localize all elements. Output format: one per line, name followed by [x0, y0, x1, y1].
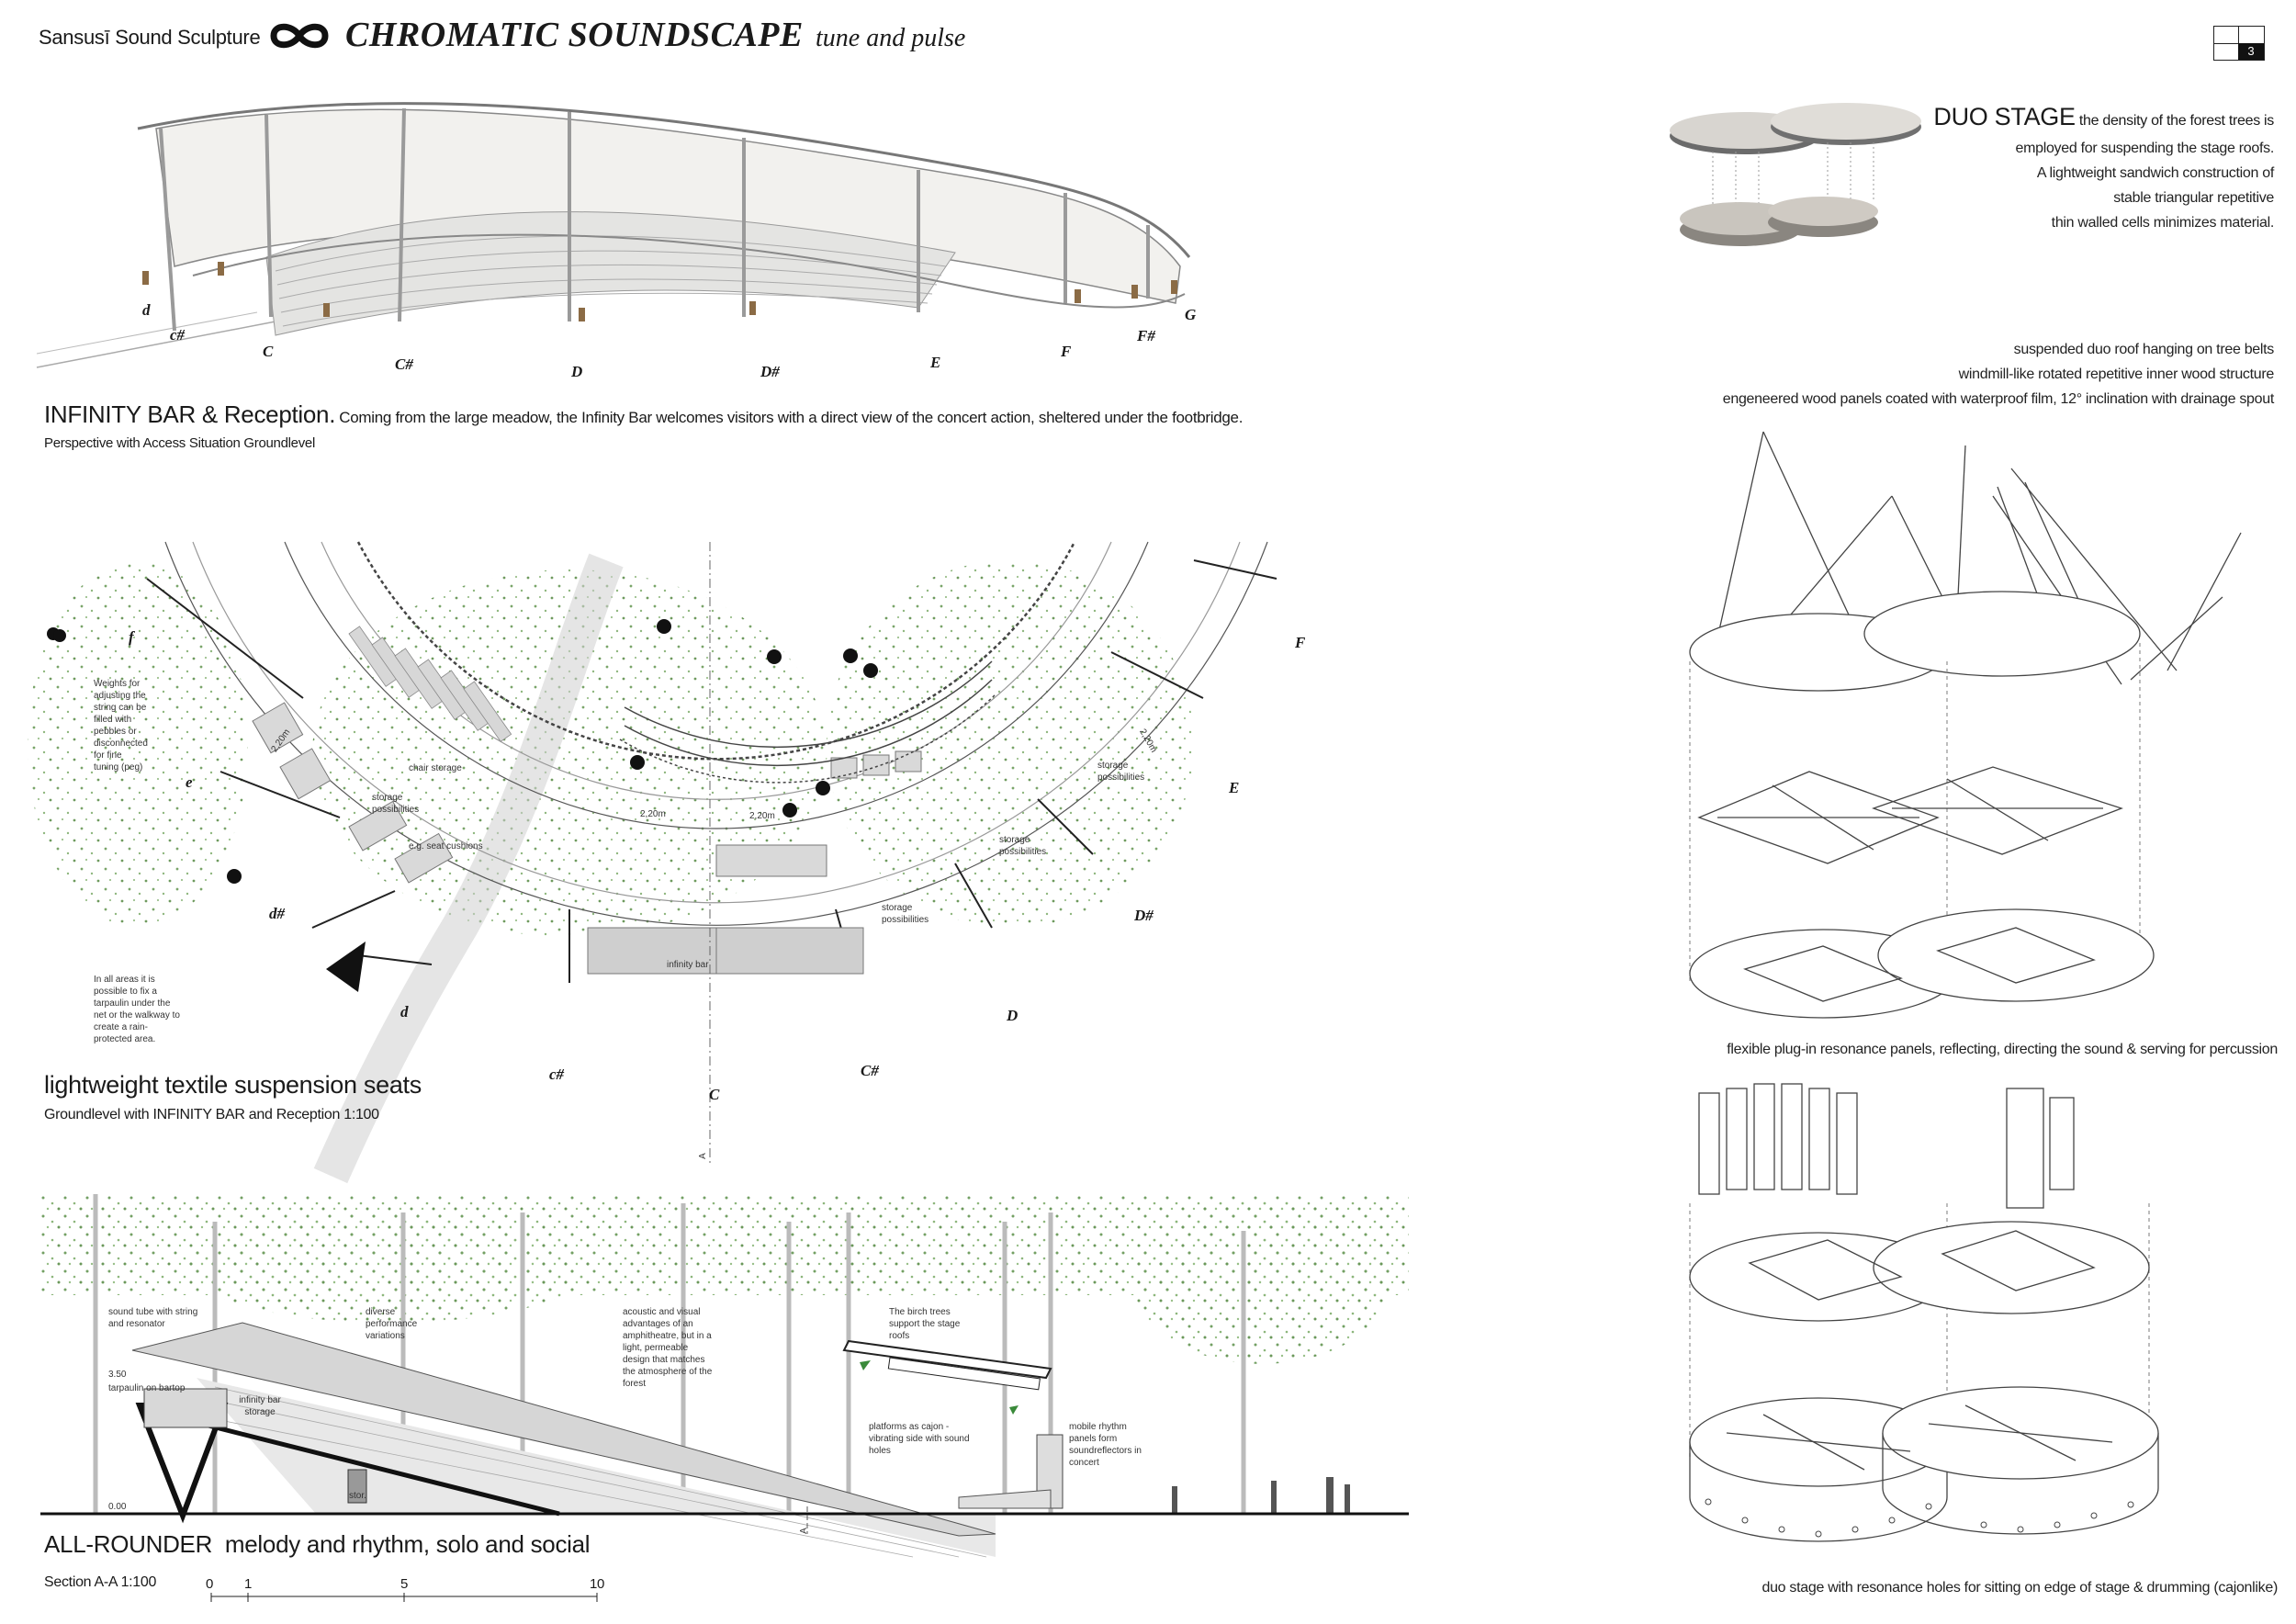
plan-note-weights: Weights for adjusting the string can be …	[94, 679, 148, 773]
plan-storage-3: storage possibilities	[999, 835, 1047, 857]
duo-stage-render	[1670, 103, 1921, 246]
plan-storage-1: storage possibilities	[372, 793, 420, 815]
scale-0: 0	[206, 1576, 214, 1592]
note-label-D-sharp: D#	[760, 363, 780, 380]
section-note-platforms: platforms as cajon - vibrating side with…	[869, 1422, 970, 1456]
plan-infinity-bar: infinity bar	[667, 960, 709, 970]
roof-note-2: windmill-like rotated repetitive inner w…	[1958, 367, 2275, 382]
plan-dim-2: 2,20m	[640, 809, 666, 819]
note-label-G: G	[1185, 306, 1197, 323]
duo-stage-intro: DUO STAGE the density of the forest tree…	[1896, 103, 2274, 131]
scale-5: 5	[400, 1576, 409, 1592]
section-bar-storage: infinity bar storage	[239, 1395, 281, 1417]
plan-label-c-sharp: c#	[549, 1066, 565, 1083]
plan-label-d-sharp: d#	[269, 905, 285, 922]
scale-bar	[210, 1593, 598, 1602]
plan-label-C-sharp: C#	[861, 1062, 879, 1079]
note-label-c-sharp: c#	[170, 326, 186, 344]
panels-note: flexible plug-in resonance panels, refle…	[1727, 1042, 2278, 1057]
section-heading: ALL-ROUNDER melody and rhythm, solo and …	[44, 1530, 591, 1558]
base-note: duo stage with resonance holes for sitti…	[1761, 1580, 2278, 1596]
plan-section-mark: A	[697, 1153, 708, 1159]
plan-seat-cushions: e.g. seat cushions	[409, 841, 483, 851]
page-index-box: 3	[2213, 26, 2265, 61]
page-title: CHROMATIC SOUNDSCAPE	[345, 16, 804, 54]
plan-label-F: F	[1295, 634, 1306, 651]
plan-caption: Groundlevel with INFINITY BAR and Recept…	[44, 1107, 379, 1122]
plan-label-D: D	[1007, 1007, 1019, 1024]
infinity-icon	[270, 23, 329, 49]
note-label-F: F	[1061, 343, 1072, 360]
duo-stage-line-5: thin walled cells minimizes material.	[2051, 215, 2275, 231]
duo-stage-line-4: stable triangular repetitive	[2113, 190, 2274, 206]
section-note-sound-tube: sound tube with string and resonator	[108, 1307, 198, 1329]
plan-label-C: C	[709, 1086, 720, 1103]
perspective-render	[36, 102, 1191, 368]
page-subtitle: tune and pulse	[816, 24, 966, 52]
roof-note-1: suspended duo roof hanging on tree belts	[2013, 342, 2275, 357]
scale-1: 1	[244, 1576, 253, 1592]
note-label-C: C	[263, 343, 274, 360]
ground-plan	[28, 541, 1277, 1184]
exploded-axonometric	[1689, 431, 2242, 1542]
project-name: Sansusī Sound Sculpture	[39, 26, 261, 49]
duo-stage-line-3: A lightweight sandwich construction of	[2036, 165, 2274, 181]
duo-stage-line-1: the density of the forest trees is	[2078, 113, 2274, 129]
section-note-diverse: diverse performance variations	[366, 1307, 418, 1341]
section-stor: stor.	[349, 1491, 366, 1501]
plan-label-d: d	[400, 1003, 409, 1021]
plan-label-D-sharp: D#	[1134, 907, 1154, 924]
perspective-heading: INFINITY BAR & Reception. Coming from th…	[44, 400, 1243, 429]
page-number: 3	[2238, 43, 2264, 60]
duo-stage-line-2: employed for suspending the stage roofs.	[2015, 141, 2274, 156]
duo-stage-title: DUO STAGE	[1933, 103, 2076, 130]
perspective-heading-text: Coming from the large meadow, the Infini…	[339, 409, 1244, 426]
plan-dim-3: 2,20m	[749, 811, 775, 821]
section-note-acoustic: acoustic and visual advantages of an amp…	[623, 1307, 713, 1389]
note-label-d: d	[142, 301, 151, 319]
section-level-000: 0.00	[108, 1502, 127, 1512]
plan-chair-storage: chair storage	[409, 763, 462, 773]
plan-label-E: E	[1229, 779, 1240, 796]
section-caption: Section A-A 1:100	[44, 1574, 157, 1590]
section-note-birch: The birch trees support the stage roofs	[889, 1307, 961, 1341]
perspective-caption: Perspective with Access Situation Ground…	[44, 435, 315, 451]
plan-storage-4: storage possibilities	[882, 903, 929, 925]
perspective-heading-title: INFINITY BAR & Reception.	[44, 400, 336, 428]
note-label-D: D	[571, 363, 583, 380]
note-label-E: E	[930, 354, 941, 371]
scale-10: 10	[590, 1576, 605, 1592]
section-mark-a: A	[798, 1528, 809, 1534]
plan-note-tarpaulin: In all areas it is possible to fix a tar…	[94, 975, 180, 1044]
section-tarpaulin: tarpaulin on bartop	[108, 1383, 186, 1393]
roof-note-3: engeneered wood panels coated with water…	[1722, 391, 2275, 407]
section-note-mobile: mobile rhythm panels form soundreflector…	[1069, 1422, 1142, 1468]
plan-heading: lightweight textile suspension seats	[44, 1071, 422, 1099]
note-label-F-sharp: F#	[1137, 327, 1155, 344]
note-label-C-sharp: C#	[395, 355, 413, 373]
plan-label-f: f	[129, 628, 134, 646]
section-level-350: 3.50	[108, 1370, 127, 1380]
plan-storage-2: storage possibilities	[1097, 761, 1145, 783]
section-drawing	[40, 1194, 1409, 1558]
plan-label-e: e	[186, 773, 193, 791]
